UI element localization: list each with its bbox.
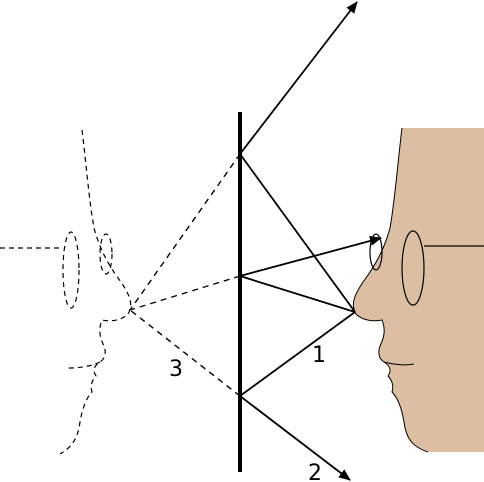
mouth-line (383, 361, 415, 366)
ray-middle-reflected (239, 236, 382, 277)
glasses-lens-near (401, 230, 425, 306)
label-ray-1: 1 (312, 343, 326, 368)
head-silhouette (353, 128, 484, 452)
virtual-rays (129, 153, 241, 397)
virtual-image-profile (0, 129, 132, 455)
glasses-lens-far (369, 233, 383, 271)
ray-upper-reflected (239, 1, 358, 155)
label-ray-2: 2 (308, 461, 322, 482)
ray-2-reflected (239, 395, 351, 481)
ray-middle-incident (239, 275, 356, 313)
ray-1 (239, 311, 356, 397)
label-ray-3: 3 (169, 357, 183, 382)
ray-upper-incident (239, 153, 356, 313)
